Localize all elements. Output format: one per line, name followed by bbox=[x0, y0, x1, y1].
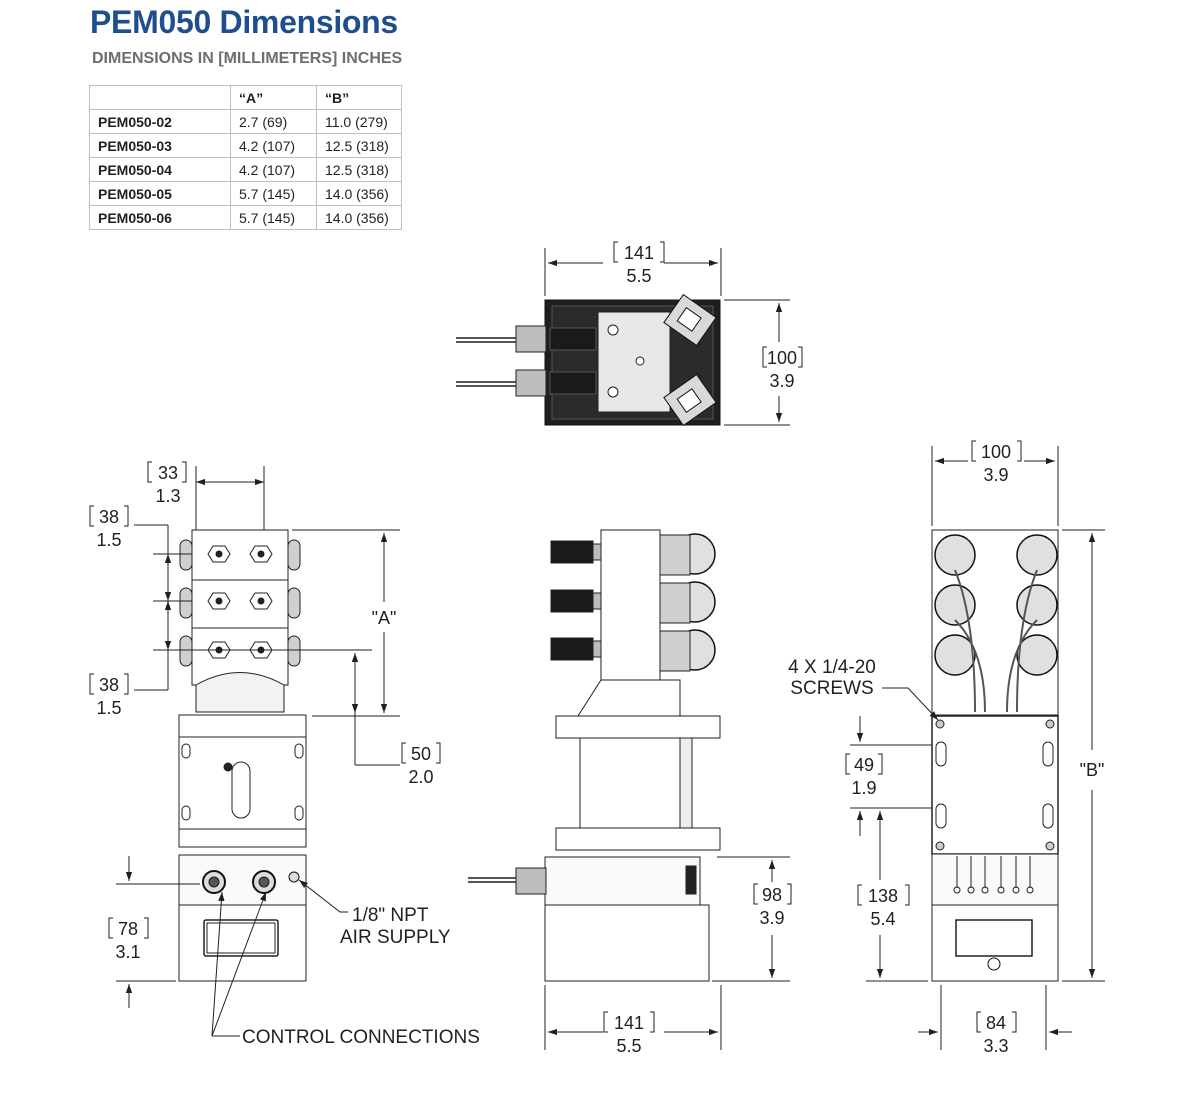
screw-height-in: 5.4 bbox=[870, 909, 895, 929]
table-header-b: “B” bbox=[316, 85, 402, 110]
table-cell-a: 4.2 (107) bbox=[230, 133, 317, 158]
pitch1-mm: 38 bbox=[99, 507, 119, 527]
port-spacing-mm: 33 bbox=[158, 463, 178, 483]
table-cell-a: 5.7 (145) bbox=[230, 205, 317, 230]
top-height-in: 3.9 bbox=[769, 371, 794, 391]
table-cell-model: PEM050-04 bbox=[89, 157, 231, 182]
port-spacing-in: 1.3 bbox=[155, 486, 180, 506]
table-header-row: “A” “B” bbox=[89, 85, 402, 110]
dim-b-label: "B" bbox=[1080, 760, 1105, 780]
table-cell-b: 14.0 (356) bbox=[316, 205, 402, 230]
base-height-in: 3.1 bbox=[115, 942, 140, 962]
table-row: PEM050-04 4.2 (107) 12.5 (318) bbox=[89, 157, 402, 182]
side-view bbox=[468, 529, 721, 982]
back-width-in: 3.9 bbox=[983, 465, 1008, 485]
screws-callout-line2: SCREWS bbox=[790, 678, 873, 699]
table-cell-a: 2.7 (69) bbox=[230, 109, 317, 134]
dim-a-label: "A" bbox=[372, 608, 397, 628]
bottom-width-in: 3.3 bbox=[983, 1036, 1008, 1056]
side-base-mm: 98 bbox=[762, 885, 782, 905]
base-height-mm: 78 bbox=[118, 919, 138, 939]
side-width-in: 5.5 bbox=[616, 1036, 641, 1056]
table-cell-model: PEM050-06 bbox=[89, 205, 231, 230]
table-header-a: “A” bbox=[230, 85, 317, 110]
pitch1-in: 1.5 bbox=[96, 530, 121, 550]
table-cell-b: 12.5 (318) bbox=[316, 133, 402, 158]
table-row: PEM050-05 5.7 (145) 14.0 (356) bbox=[89, 181, 402, 206]
side-base-in: 3.9 bbox=[759, 908, 784, 928]
table-cell-a: 5.7 (145) bbox=[230, 181, 317, 206]
screw-spacing-mm: 49 bbox=[854, 755, 874, 775]
table-cell-b: 12.5 (318) bbox=[316, 157, 402, 182]
top-height-mm: 100 bbox=[767, 348, 797, 368]
table-cell-model: PEM050-05 bbox=[89, 181, 231, 206]
dimensions-table: “A” “B” PEM050-02 2.7 (69) 11.0 (279) PE… bbox=[89, 85, 402, 230]
table-cell-b: 11.0 (279) bbox=[316, 109, 402, 134]
manifold-base-in: 2.0 bbox=[408, 767, 433, 787]
air-supply-callout-line2: AIR SUPPLY bbox=[340, 927, 451, 948]
air-supply-callout-line1: 1/8" NPT bbox=[352, 905, 429, 926]
pitch2-mm: 38 bbox=[99, 675, 119, 695]
control-connections-callout: CONTROL CONNECTIONS bbox=[242, 1027, 480, 1048]
table-row: PEM050-02 2.7 (69) 11.0 (279) bbox=[89, 109, 402, 134]
table-cell-a: 4.2 (107) bbox=[230, 157, 317, 182]
bottom-width-mm: 84 bbox=[986, 1013, 1006, 1033]
top-view bbox=[456, 293, 721, 427]
table-cell-model: PEM050-03 bbox=[89, 133, 231, 158]
page-title: PEM050 Dimensions bbox=[90, 4, 398, 40]
table-row: PEM050-06 5.7 (145) 14.0 (356) bbox=[89, 205, 402, 230]
screws-callout-line1: 4 X 1/4-20 bbox=[788, 657, 876, 678]
screw-height-mm: 138 bbox=[868, 886, 898, 906]
table-cell-b: 14.0 (356) bbox=[316, 181, 402, 206]
side-width-mm: 141 bbox=[614, 1013, 644, 1033]
page-subtitle: DIMENSIONS IN [MILLIMETERS] INCHES bbox=[92, 50, 403, 67]
back-view bbox=[931, 529, 1059, 982]
table-header-model bbox=[89, 85, 231, 110]
top-width-mm: 141 bbox=[624, 243, 654, 263]
top-width-in: 5.5 bbox=[626, 266, 651, 286]
front-view bbox=[178, 529, 307, 982]
manifold-base-mm: 50 bbox=[411, 744, 431, 764]
back-width-mm: 100 bbox=[981, 442, 1011, 462]
table-row: PEM050-03 4.2 (107) 12.5 (318) bbox=[89, 133, 402, 158]
pitch2-in: 1.5 bbox=[96, 698, 121, 718]
screw-spacing-in: 1.9 bbox=[851, 778, 876, 798]
